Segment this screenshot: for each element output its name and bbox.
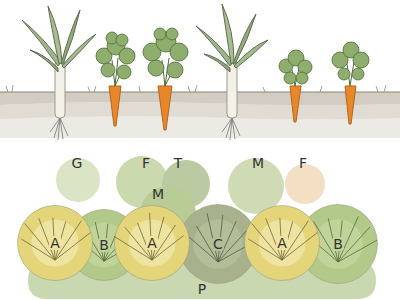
plant-letter: P <box>197 282 207 296</box>
plant-code: F <box>142 156 150 170</box>
leek-plant <box>196 4 268 140</box>
plant-circle: A <box>244 205 320 281</box>
plant-code: T <box>174 156 183 170</box>
plant-letter: A <box>146 236 158 250</box>
plant-code: M <box>252 156 264 170</box>
leaf-line <box>338 240 377 262</box>
plant-circle: A <box>17 205 93 281</box>
plant-letter: C <box>212 237 224 251</box>
circle-fill <box>115 206 190 281</box>
circle-fill <box>299 205 378 284</box>
plant-letter: B <box>332 237 344 251</box>
plant-code: M <box>152 187 164 201</box>
circle-core <box>128 219 175 266</box>
plant-letter: A <box>49 236 61 250</box>
carrot-plant <box>96 32 135 126</box>
plant-circle: A <box>114 205 190 281</box>
plant-letter: A <box>276 236 288 250</box>
circle-fill <box>245 206 320 281</box>
carrot-plant <box>143 28 188 130</box>
circle-fill <box>18 206 93 281</box>
plant-code: F <box>299 156 307 170</box>
plant-code: G <box>72 156 83 170</box>
carrot-plant <box>279 50 312 122</box>
band-fill <box>28 262 376 299</box>
plant-letter: B <box>98 238 110 252</box>
circle-core <box>193 219 243 269</box>
leek-plant <box>22 6 96 140</box>
carrot-plant <box>332 42 369 124</box>
